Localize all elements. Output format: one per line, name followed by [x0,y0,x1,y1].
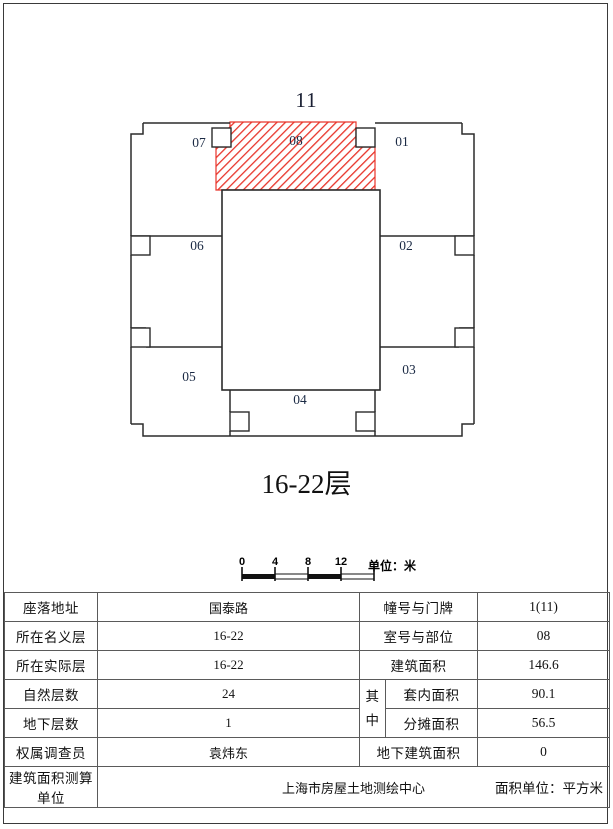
row-label-room-no: 室号与部位 [359,621,478,651]
footer-survey-unit-cell: 上海市房屋土地测绘中心 面积单位：平方米 [97,766,610,808]
table-footer-row: 建筑面积测算单位 上海市房屋土地测绘中心 面积单位：平方米 [4,766,610,808]
floor-range-caption: 16-22层 [261,469,352,499]
scale-bar-graphic [241,567,375,581]
row-value-surveyor: 袁炜东 [97,737,360,767]
row-label-actual-floor: 所在实际层 [4,650,98,680]
building-outline [130,122,475,437]
scale-bar: 0 4 8 12 单位：米 [236,556,466,584]
row-value-actual-floor: 16-22 [97,650,360,680]
central-core [221,189,381,391]
row-value-nominal-floor: 16-22 [97,621,360,651]
row-label-address: 座落地址 [4,592,98,622]
property-info-table: 座落地址 国泰路 幢号与门牌 1(11) 所在名义层 16-22 室号与部位 0… [4,592,610,808]
column-boxes [130,127,475,432]
row-value-underground-area: 0 [477,737,610,767]
table-row: 座落地址 国泰路 幢号与门牌 1(11) [4,592,610,622]
unit-label-04: 04 [293,392,307,407]
footer-area-unit: 面积单位：平方米 [495,781,603,796]
row-value-shared-area: 56.5 [477,708,610,738]
row-label-natural-floors: 自然层数 [4,679,98,709]
table-row: 所在实际层 16-22 建筑面积 146.6 [4,650,610,680]
row-value-address: 国泰路 [97,592,360,622]
row-value-building-area: 146.6 [477,650,610,680]
scale-tick-0: 0 [238,556,246,568]
of-which-stack: 其中 [360,685,385,732]
building-number-label: 11 [295,88,318,112]
table-row: 地下层数 1 分摊面积 56.5 [4,708,610,738]
row-label-underground-area: 地下建筑面积 [359,737,478,767]
floor-plan-geometry [130,121,475,581]
row-label-interior-area: 套内面积 [385,679,478,709]
row-label-building-no: 幢号与门牌 [359,592,478,622]
row-label-building-area: 建筑面积 [359,650,478,680]
scale-tick-8: 8 [304,556,312,568]
row-label-underground-floors: 地下层数 [4,708,98,738]
table-row: 所在名义层 16-22 室号与部位 08 [4,621,610,651]
unit-label-07: 07 [192,135,206,150]
footer-value-survey-unit: 上海市房屋土地测绘中心 [281,780,425,796]
unit-label-03: 03 [402,362,416,377]
scale-tick-4: 4 [271,556,279,568]
row-value-underground-floors: 1 [97,708,360,738]
row-value-interior-area: 90.1 [477,679,610,709]
unit-label-01: 01 [395,134,409,149]
row-value-building-no: 1(11) [477,592,610,622]
document-border [3,3,608,824]
of-which-char-1: 其 [365,688,380,704]
unit-label-08: 08 [289,133,303,148]
unit-label-06: 06 [190,238,204,253]
row-label-nominal-floor: 所在名义层 [4,621,98,651]
scale-unit-label: 单位：米 [368,559,417,573]
row-label-shared-area: 分摊面积 [385,708,478,738]
of-which-char-2: 中 [365,712,380,728]
row-value-room-no: 08 [477,621,610,651]
table-row: 自然层数 24 其中 套内面积 90.1 [4,679,610,738]
table-row: 权属调查员 袁炜东 地下建筑面积 0 [4,737,610,767]
row-value-natural-floors: 24 [97,679,360,709]
of-which-label-top: 其中 [359,679,386,738]
footer-label-survey-unit: 建筑面积测算单位 [4,766,98,808]
unit-label-02: 02 [399,238,413,253]
floor-plan-drawing: 11 01 02 03 04 05 06 07 08 16-22层 0 4 8 … [4,4,609,589]
row-label-surveyor: 权属调查员 [4,737,98,767]
scale-tick-12: 12 [334,556,348,568]
unit-label-05: 05 [182,369,196,384]
